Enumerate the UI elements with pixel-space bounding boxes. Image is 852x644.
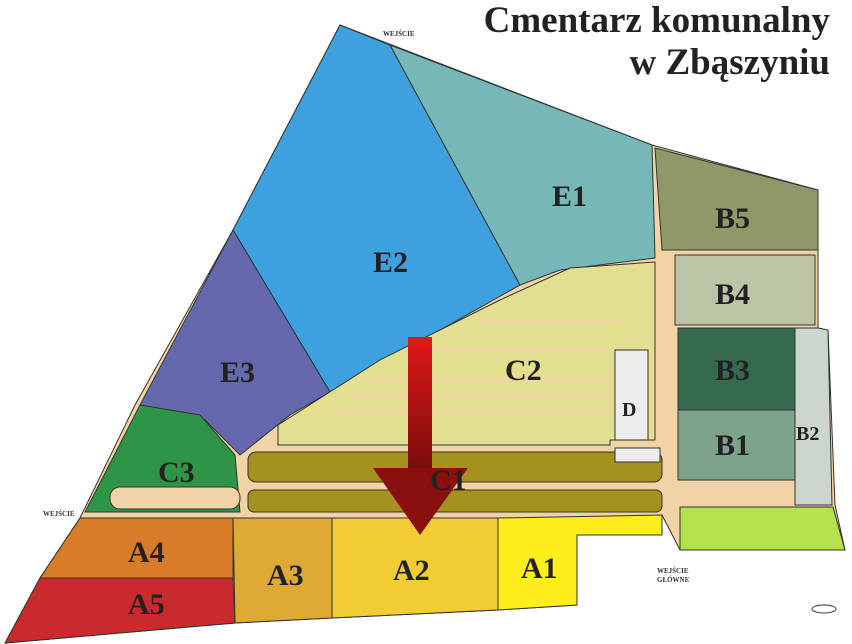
section-e1[interactable] [388,44,656,286]
c3-path [109,486,241,510]
label-b2: B2 [796,423,819,445]
label-e1: E1 [552,180,587,213]
label-a2: A2 [393,554,430,587]
section-c3[interactable] [84,404,241,513]
map-title: Cmentarz komunalny w Zbąszyniu [484,0,830,84]
label-b5: B5 [715,202,750,235]
location-arrow [373,337,468,535]
label-c2: C2 [505,354,542,387]
section-b4[interactable] [674,254,816,326]
label-e3: E3 [220,356,255,389]
green-area [679,506,846,551]
title-line-1: Cmentarz komunalny [483,0,830,41]
entrance-main-line1: WEJŚCIE [657,567,689,575]
section-d-small [614,447,661,463]
section-d[interactable] [614,349,649,441]
logo-icon [811,604,837,614]
title-line-2: w Zbąszyniu [629,42,830,83]
label-a5: A5 [128,588,165,621]
label-b4: B4 [715,278,750,311]
label-a3: A3 [267,559,304,592]
label-c1: C1 [430,464,467,497]
label-a4: A4 [128,536,165,569]
label-c3: C3 [158,456,195,489]
label-a1: A1 [521,552,558,585]
entrance-top: WEJŚCIE [383,30,415,38]
section-c2[interactable] [277,261,656,446]
section-b2[interactable] [794,327,833,506]
section-b3[interactable] [677,327,796,411]
entrance-left: WEJŚCIE [43,510,75,518]
section-c1-strip-2[interactable] [247,489,663,513]
section-a5[interactable] [4,577,236,644]
label-d: D [622,399,636,421]
label-b3: B3 [715,354,750,387]
label-e2: E2 [373,246,408,279]
section-b5[interactable] [654,147,819,251]
entrance-main-line2: GŁÓWNE [657,576,690,584]
section-a1[interactable] [497,514,663,611]
label-b1: B1 [715,429,750,462]
